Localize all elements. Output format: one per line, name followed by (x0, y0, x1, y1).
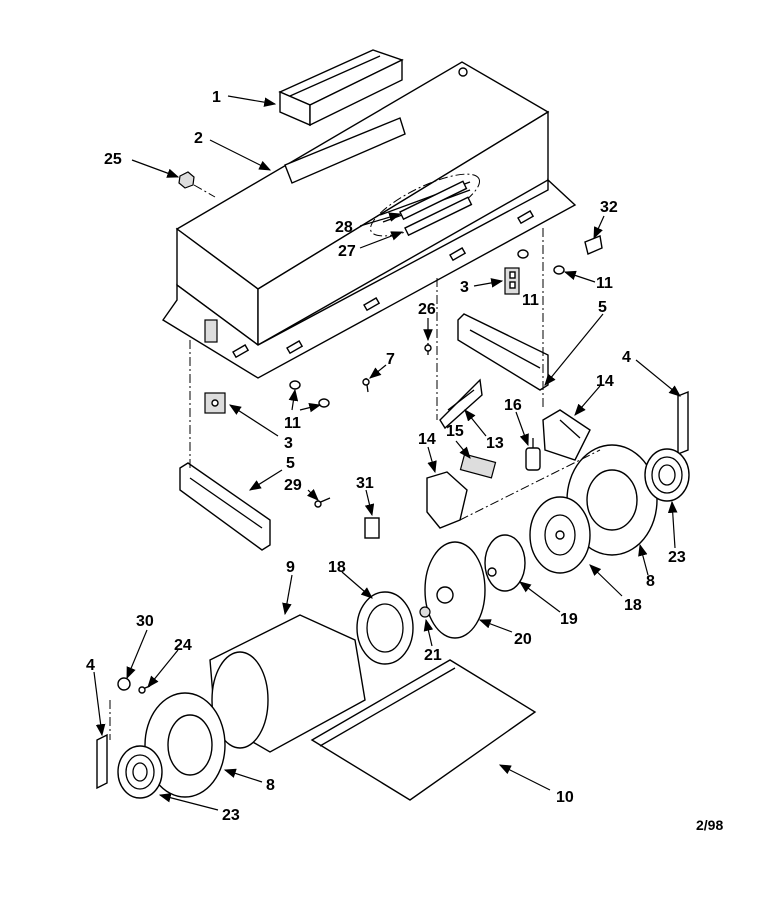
callout-23: 23 (222, 807, 240, 824)
part-26-screw (424, 343, 432, 355)
callout-leaders (93, 95, 681, 811)
part-18-blower-wheel-right (529, 496, 591, 574)
callout-10: 10 (556, 789, 574, 806)
callout-25: 25 (104, 151, 122, 168)
part-4-mount-left (96, 733, 108, 790)
callout-27: 27 (338, 243, 356, 260)
part-11-knob-upper (517, 249, 565, 275)
part-10-bottom-panel (310, 659, 537, 801)
callout-24: 24 (174, 637, 192, 654)
callout-1: 1 (212, 89, 221, 106)
callout-8: 8 (646, 573, 655, 590)
callout-5: 5 (286, 455, 295, 472)
callout-4: 4 (86, 657, 95, 674)
part-11-knob-lower (289, 380, 330, 408)
callout-31: 31 (356, 475, 374, 492)
part-1-duct-connector (278, 49, 404, 127)
part-23-guard-right (644, 448, 690, 502)
part-3-switch-lower (204, 392, 226, 414)
callout-4: 4 (622, 349, 631, 366)
callout-2: 2 (194, 130, 203, 147)
part-32-clip (584, 235, 603, 255)
callout-30: 30 (136, 613, 154, 630)
part-20-mounting-plate (424, 541, 486, 639)
callout-23: 23 (668, 549, 686, 566)
callout-21: 21 (424, 647, 442, 664)
callout-15: 15 (446, 423, 464, 440)
callout-9: 9 (286, 559, 295, 576)
callout-11: 11 (522, 292, 539, 309)
part-9-blower-housing (209, 614, 366, 753)
callout-11: 11 (284, 415, 301, 432)
callout-32: 32 (600, 199, 618, 216)
part-21-hub (419, 606, 431, 618)
part-31-clip (364, 517, 380, 539)
callout-18: 18 (328, 559, 346, 576)
callout-3: 3 (284, 435, 293, 452)
callout-18: 18 (624, 597, 642, 614)
callout-7: 7 (386, 351, 395, 368)
part-29-screw (314, 497, 331, 508)
part-3-switch-upper (504, 267, 520, 295)
part-5-bracket-upper (457, 313, 549, 391)
callout-13: 13 (486, 435, 504, 452)
callout-8: 8 (266, 777, 275, 794)
callout-11: 11 (596, 275, 613, 292)
part-5-bracket-lower (179, 462, 271, 551)
callout-5: 5 (598, 299, 607, 316)
assembly-guide-lines (109, 228, 601, 740)
part-14-bracket-right (542, 409, 591, 461)
callout-16: 16 (504, 397, 522, 414)
date-code: 2/98 (696, 817, 723, 833)
callout-20: 20 (514, 631, 532, 648)
part-23-guard-left (117, 745, 163, 799)
part-2-housing (161, 61, 577, 379)
callout-3: 3 (460, 279, 469, 296)
callout-28: 28 (335, 219, 353, 236)
part-8-scroll-left (144, 692, 226, 798)
callout-19: 19 (560, 611, 578, 628)
part-15-terminal-block (459, 453, 497, 479)
callout-14: 14 (596, 373, 614, 390)
part-30-washer (117, 677, 131, 691)
part-19-motor (484, 534, 526, 592)
part-7-screw (362, 377, 370, 393)
part-16-capacitor (525, 438, 541, 471)
callout-14: 14 (418, 431, 436, 448)
callout-29: 29 (284, 477, 302, 494)
part-18-blower-wheel-left (356, 591, 414, 665)
callout-26: 26 (418, 301, 436, 318)
part-25-nut (178, 171, 216, 198)
callout-numbers: 1 2 25 28 27 32 11 3 11 5 26 7 4 14 11 3… (86, 89, 686, 824)
part-4-mount-right (677, 390, 689, 456)
part-13-plate (439, 378, 483, 430)
